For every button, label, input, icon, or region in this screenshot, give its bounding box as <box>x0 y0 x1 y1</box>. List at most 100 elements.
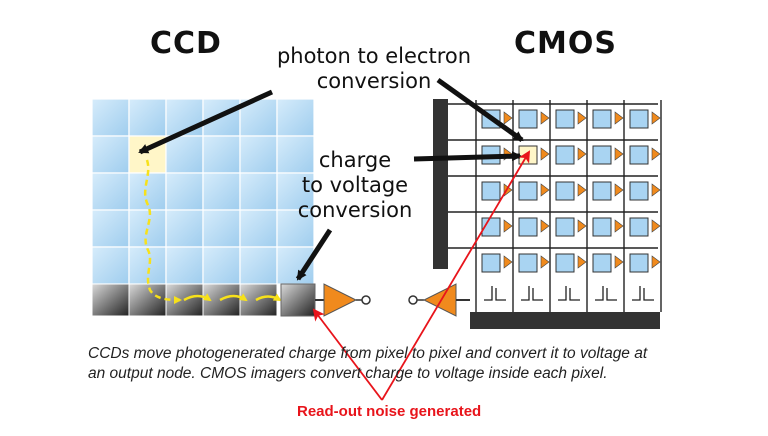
caption-line1: CCDs move photogenerated charge from pix… <box>88 345 648 362</box>
cmos-pixel-amplifier <box>651 255 661 269</box>
cmos-column-transistor <box>632 286 654 301</box>
charge-arrow-ccd <box>295 228 333 281</box>
cmos-row-select-bar <box>433 99 448 269</box>
cmos-column-transistor <box>484 286 506 301</box>
cmos-pixel <box>518 217 538 237</box>
ccd-pixel <box>91 98 130 137</box>
photon-label-line1: photon to electron <box>276 44 472 68</box>
cmos-column-transistor <box>595 286 617 301</box>
ccd-pixel <box>239 135 278 174</box>
ccd-pixel <box>276 98 315 137</box>
ccd-pixel <box>276 209 315 248</box>
photon-conversion-label: photon to electron conversion <box>244 44 504 94</box>
cmos-pixel-amplifier <box>540 111 550 125</box>
ccd-pixel <box>128 98 167 137</box>
cmos-column-bus-bar <box>470 312 660 329</box>
cmos-pixel <box>592 217 612 237</box>
ccd-output-node <box>280 283 316 317</box>
cmos-pixel-amplifier <box>614 255 624 269</box>
charge-label-line2: to voltage <box>301 173 409 197</box>
ccd-readout-transfer-arrows <box>183 293 282 302</box>
ccd-pixel <box>128 209 167 248</box>
ccd-title: CCD <box>150 26 222 61</box>
ccd-pixel <box>276 172 315 211</box>
ccd-pixel <box>91 209 130 248</box>
readout-noise-label: Read-out noise generated <box>297 403 482 420</box>
cmos-pixel-amplifier <box>651 219 661 233</box>
ccd-pixel <box>239 246 278 285</box>
cmos-pixel <box>518 253 538 273</box>
cmos-pixel-amplifier <box>540 255 550 269</box>
cmos-pixel <box>592 253 612 273</box>
ccd-pixel <box>239 172 278 211</box>
ccd-pixel-grid <box>91 98 315 285</box>
ccd-readout-cell <box>128 283 167 317</box>
cmos-pixel <box>629 145 649 165</box>
cmos-pixel-amplifier <box>577 147 587 161</box>
photon-arrow-ccd <box>138 89 274 155</box>
cmos-pixel <box>555 145 575 165</box>
ccd-pixel <box>239 209 278 248</box>
cmos-pixel-amplifier <box>577 255 587 269</box>
cmos-pixel <box>592 109 612 129</box>
cmos-pixel-amplifier <box>651 183 661 197</box>
cmos-pixel <box>518 181 538 201</box>
cmos-pixel-amplifier <box>540 219 550 233</box>
ccd-pixel <box>91 172 130 211</box>
ccd-pixel <box>202 135 241 174</box>
cmos-pixel-amplifier <box>540 147 550 161</box>
ccd-pixel <box>165 246 204 285</box>
cmos-pixel-amplifier <box>614 219 624 233</box>
cmos-pixel <box>518 109 538 129</box>
cmos-output-amplifier <box>422 283 457 317</box>
cmos-pixel-amplifier <box>540 183 550 197</box>
cmos-pixel <box>629 217 649 237</box>
ccd-pixel <box>165 209 204 248</box>
ccd-output-amplifier <box>323 283 358 317</box>
ccd-charge-path <box>143 159 182 304</box>
ccd-pixel <box>276 135 315 174</box>
cmos-pixel-amplifier <box>614 147 624 161</box>
cmos-pixel-amplifier <box>577 183 587 197</box>
ccd-pixel <box>91 246 130 285</box>
cmos-title: CMOS <box>514 26 617 61</box>
charge-conversion-label: charge to voltage conversion <box>280 148 430 223</box>
cmos-pixel <box>481 253 501 273</box>
cmos-pixel-amplifier <box>651 147 661 161</box>
cmos-pixel-amplifier <box>614 183 624 197</box>
caption-line2: an output node. CMOS imagers convert cha… <box>88 365 608 382</box>
diagram-caption: CCDs move photogenerated charge from pix… <box>88 344 688 384</box>
ccd-readout-cell <box>91 283 130 317</box>
cmos-pixel-amplifier <box>577 219 587 233</box>
photon-label-line2: conversion <box>316 69 432 93</box>
cmos-pixel <box>592 145 612 165</box>
cmos-pixel <box>555 109 575 129</box>
cmos-pixel <box>629 109 649 129</box>
cmos-output-terminal <box>408 295 418 305</box>
charge-label-line3: conversion <box>297 198 413 222</box>
ccd-pixel <box>165 172 204 211</box>
photon-arrow-cmos <box>436 77 524 143</box>
cmos-pixel <box>555 217 575 237</box>
ccd-pixel <box>202 246 241 285</box>
readout-noise-lines <box>312 150 531 401</box>
cmos-pixel-amplifier <box>503 255 513 269</box>
ccd-pixel <box>202 172 241 211</box>
cmos-column-transistor <box>521 286 543 301</box>
ccd-output-terminal <box>361 295 371 305</box>
cmos-column-transistor <box>558 286 580 301</box>
charge-label-line1: charge <box>318 148 392 172</box>
ccd-pixel <box>202 209 241 248</box>
charge-arrow-cmos <box>413 151 522 162</box>
cmos-pixel-amplifier <box>651 111 661 125</box>
cmos-pixel-amplifier <box>577 111 587 125</box>
cmos-pixel <box>555 181 575 201</box>
ccd-pixel <box>91 135 130 174</box>
cmos-pixel <box>629 253 649 273</box>
cmos-pixel-array <box>448 100 662 312</box>
cmos-pixel-amplifier <box>503 111 513 125</box>
cmos-pixel <box>481 181 501 201</box>
cmos-pixel <box>629 181 649 201</box>
